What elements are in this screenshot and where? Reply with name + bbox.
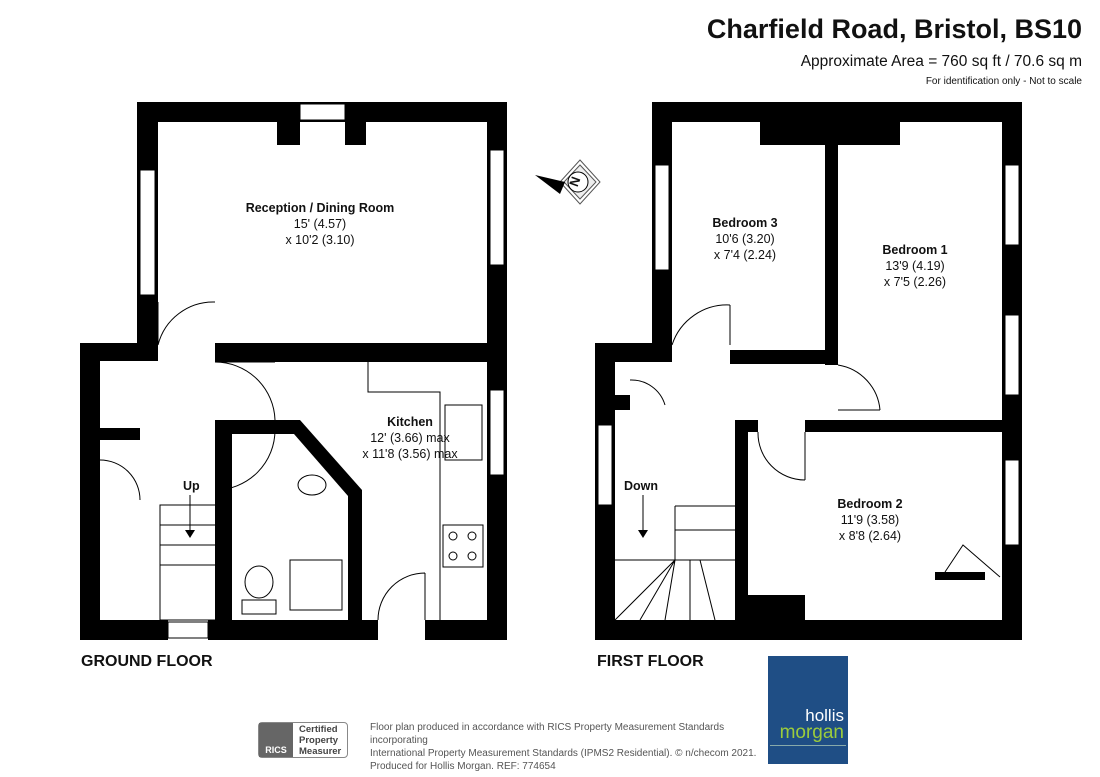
- scale-note: For identification only - Not to scale: [925, 76, 1082, 87]
- ground-floor-fixtures: [99, 301, 484, 621]
- first-floor-walls: [595, 102, 1022, 640]
- hollis-morgan-logo: hollis morgan: [768, 656, 848, 764]
- page-title: Charfield Road, Bristol, BS10: [706, 14, 1082, 44]
- first-floor-fixtures: [614, 304, 1001, 621]
- footer-note: Floor plan produced in accordance with R…: [370, 722, 757, 772]
- stairs-up-label: Up: [183, 479, 200, 493]
- first-floor-windows: [597, 164, 1020, 546]
- compass-icon: [535, 159, 601, 205]
- stairs-down-label: Down: [624, 479, 659, 493]
- ground-floor-windows: [139, 103, 505, 639]
- area-text: Approximate Area = 760 sq ft / 70.6 sq m: [800, 53, 1082, 70]
- ground-floor-label: GROUND FLOOR: [81, 653, 213, 670]
- first-floor-label: FIRST FLOOR: [597, 653, 704, 670]
- stair-arrows: [185, 495, 648, 538]
